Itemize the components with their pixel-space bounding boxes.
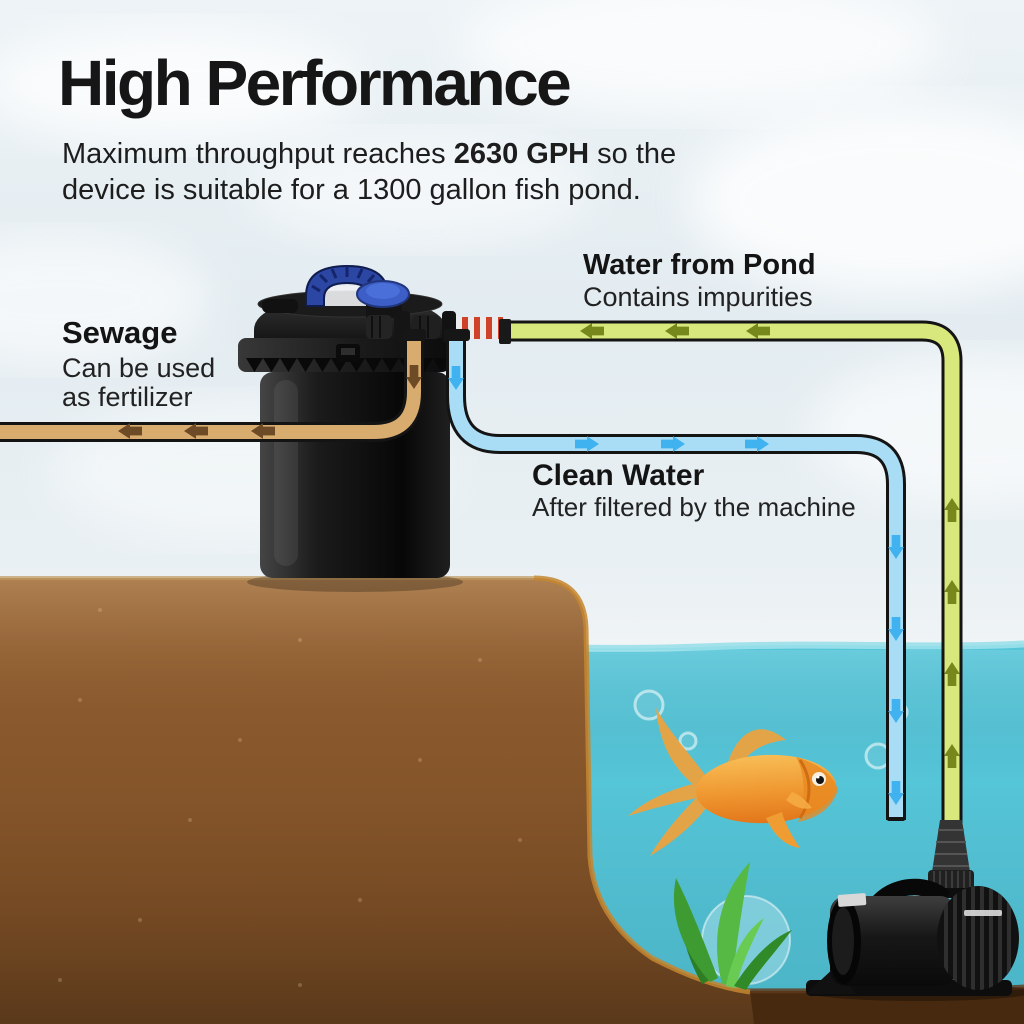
pump-hose-barb [932, 820, 970, 872]
soil-ledge [0, 575, 754, 1024]
callout-sewage: Sewage Can be used as fertilizer [62, 312, 215, 412]
subtitle-text-suffix: so the device is suitable for a 1300 gal… [62, 138, 677, 206]
pump-impeller-cage [937, 886, 1019, 990]
sewage-pipe [0, 334, 424, 442]
clean-water-pipe [446, 336, 906, 821]
pump-bracket [868, 878, 950, 912]
filter-hose-fittings [366, 311, 506, 343]
callout-water-from-pond: Water from Pond Contains impurities [583, 248, 816, 312]
page-title: High Performance [58, 47, 572, 119]
seaweed-illustration [673, 862, 792, 990]
callout-heading: Sewage [62, 315, 178, 350]
pump-label [837, 893, 867, 907]
subtitle: Maximum throughput reaches 2630 GPH so t… [62, 136, 752, 208]
subtitle-highlight: 2630 GPH [453, 138, 590, 170]
callout-description: Contains impurities [583, 282, 813, 312]
callout-description: Can be used [62, 353, 216, 383]
clouds [0, 0, 1024, 540]
subtitle-text-prefix: Maximum throughput reaches [62, 138, 454, 170]
callout-clean-water: Clean Water After filtered by the machin… [532, 458, 856, 522]
callout-heading: Clean Water [532, 459, 705, 492]
callout-description: as fertilizer [62, 382, 193, 412]
callout-description: After filtered by the machine [532, 492, 856, 522]
water-pump-illustration [806, 820, 1024, 1001]
callout-heading: Water from Pond [583, 249, 816, 281]
pond-water-pipe [505, 320, 963, 824]
pump-body [830, 896, 956, 986]
pipe-collars [402, 319, 511, 344]
filter-vent-cap [262, 299, 298, 313]
goldfish-illustration [628, 708, 838, 856]
